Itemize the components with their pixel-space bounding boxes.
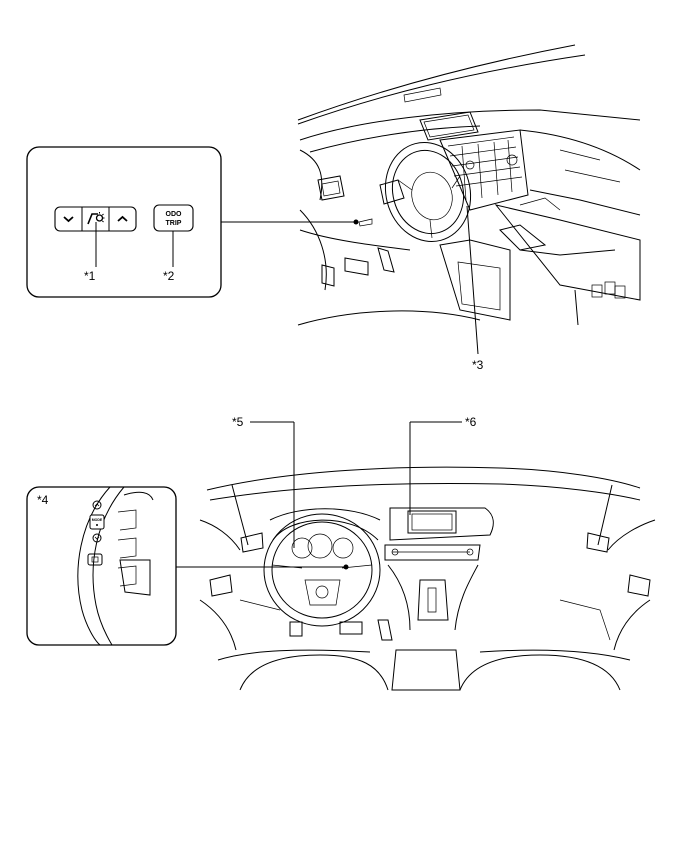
display-change-button[interactable] xyxy=(87,553,103,566)
mode-label: MODE xyxy=(92,518,103,522)
callout-4: *4 xyxy=(37,493,49,507)
steering-switch-detail-box: *4 MODE xyxy=(26,486,177,646)
trip-label: TRIP xyxy=(166,220,182,227)
callout-3: *3 xyxy=(472,358,484,372)
interior-front-view xyxy=(199,466,656,691)
odo-label: ODO xyxy=(166,211,183,218)
chevron-up-icon xyxy=(117,215,128,222)
switch-down[interactable] xyxy=(92,533,102,543)
meter-switch-detail-box: ODO TRIP *1 *2 xyxy=(26,146,222,298)
mode-button[interactable] xyxy=(89,514,105,530)
odo-trip-button[interactable] xyxy=(153,204,194,232)
dashboard-side-view xyxy=(297,44,641,326)
illumination-icon xyxy=(87,212,105,225)
callout-2: *2 xyxy=(163,269,175,283)
switch-up[interactable] xyxy=(92,500,102,510)
callout-1: *1 xyxy=(84,269,96,283)
callout-6: *6 xyxy=(465,415,477,429)
chevron-down-icon xyxy=(63,216,74,223)
callout-5: *5 xyxy=(232,415,244,429)
